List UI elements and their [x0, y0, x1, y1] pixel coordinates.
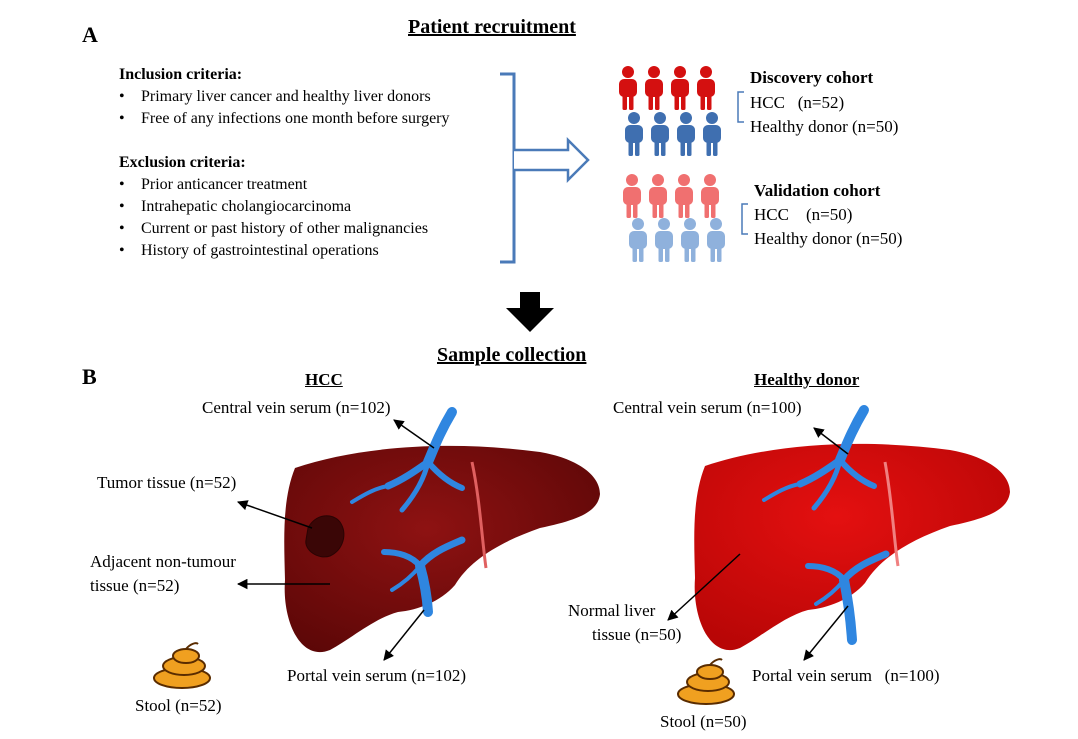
discovery-healthy-count: Healthy donor (n=50) — [750, 117, 899, 136]
inclusion-title: Inclusion criteria: — [119, 66, 243, 83]
exclusion-title: Exclusion criteria: — [119, 154, 246, 171]
hcc-tumor-label: Tumor tissue (n=52) — [97, 473, 237, 492]
discovery-healthy-people — [625, 112, 721, 156]
hcc-vein-icon — [350, 407, 466, 617]
validation-hcc-people — [623, 174, 719, 218]
healthy-normal-tissue-label-cont: tissue (n=50) — [592, 625, 682, 644]
healthy-vein-icon — [762, 405, 890, 645]
healthy-section-title: Healthy donor — [754, 370, 860, 389]
hcc-adjacent-label-cont: tissue (n=52) — [90, 576, 180, 595]
validation-healthy-people — [629, 218, 725, 262]
hcc-portal-vein-label: Portal vein serum (n=102) — [287, 666, 467, 685]
hcc-stool-icon — [153, 642, 211, 689]
healthy-stool-label: Stool (n=50) — [660, 712, 747, 731]
healthy-normal-tissue-label: Normal liver — [568, 601, 656, 620]
inclusion-item: Primary liver cancer and healthy liver d… — [119, 89, 431, 106]
arrow-right-icon — [514, 136, 590, 184]
panel-label-a: A — [82, 22, 98, 47]
pointer-arrows — [236, 419, 849, 661]
hcc-central-vein-label: Central vein serum (n=102) — [202, 398, 391, 417]
validation-cohort-title: Validation cohort — [754, 181, 881, 200]
hcc-adjacent-label: Adjacent non-tumour — [90, 552, 236, 571]
healthy-central-vein-label: Central vein serum (n=100) — [613, 398, 802, 417]
hcc-section-title: HCC — [305, 370, 343, 389]
recruitment-title: Patient recruitment — [408, 16, 576, 38]
panel-label-b: B — [82, 364, 97, 389]
discovery-cohort-title: Discovery cohort — [750, 68, 874, 87]
healthy-stool-icon — [677, 658, 735, 705]
exclusion-item: Intrahepatic cholangiocarcinoma — [119, 199, 351, 216]
validation-hcc-count: HCC (n=50) — [754, 205, 853, 224]
criteria-bracket — [500, 72, 516, 264]
validation-healthy-count: Healthy donor (n=50) — [754, 229, 903, 248]
healthy-portal-vein-label: Portal vein serum (n=100) — [752, 666, 940, 685]
exclusion-item: Prior anticancer treatment — [119, 177, 307, 194]
collection-title: Sample collection — [437, 344, 587, 366]
hcc-stool-label: Stool (n=52) — [135, 696, 222, 715]
inclusion-item: Free of any infections one month before … — [119, 111, 449, 128]
down-arrow-icon — [506, 292, 554, 332]
exclusion-item: Current or past history of other maligna… — [119, 221, 428, 238]
exclusion-item: History of gastrointestinal operations — [119, 243, 379, 260]
discovery-bracket — [737, 91, 744, 123]
validation-bracket — [741, 203, 748, 235]
discovery-hcc-count: HCC (n=52) — [750, 93, 845, 112]
discovery-hcc-people — [619, 66, 715, 110]
